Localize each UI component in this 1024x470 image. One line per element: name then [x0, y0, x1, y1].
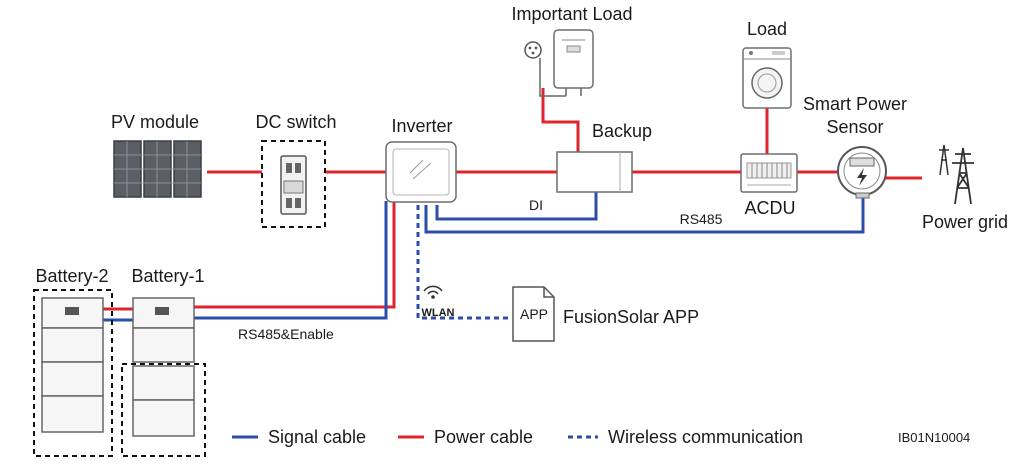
signal-cables [103, 192, 865, 322]
acdu: ACDU [740, 153, 798, 218]
important-load: Important Load [511, 4, 633, 97]
backup-label: Backup [592, 121, 652, 141]
di-label: DI [529, 197, 543, 213]
fusionsolar-app: APP FusionSolar APP [512, 286, 699, 342]
acdu-label: ACDU [744, 198, 795, 218]
dc-switch-frame [261, 140, 326, 228]
power-cable-important-load [541, 88, 580, 152]
wlan: WLAN [422, 285, 455, 319]
battery-2-label: Battery-2 [35, 266, 108, 286]
pv-module: PV module [111, 112, 202, 198]
washing-machine-icon [742, 47, 792, 109]
wireless-link-wlan [416, 205, 508, 320]
signal-cable-rs485 [424, 196, 865, 234]
load-label: Load [747, 19, 787, 39]
rs485-label: RS485 [680, 211, 723, 227]
app-document-icon [512, 286, 555, 342]
smart-power-sensor-label-line2: Sensor [826, 117, 883, 137]
backup: Backup [556, 121, 652, 193]
signal-cable-di [435, 192, 598, 221]
dc-switch-label: DC switch [255, 112, 336, 132]
inverter: Inverter [385, 116, 457, 203]
important-load-label: Important Load [511, 4, 632, 24]
power-meter-icon [837, 146, 887, 199]
load: Load [742, 19, 792, 109]
distribution-unit-icon [740, 153, 798, 193]
battery-pack-icon [132, 297, 195, 437]
smart-power-sensor-label-line1: Smart Power [803, 94, 907, 114]
battery-pack-icon [41, 297, 104, 433]
backup-box-icon [556, 151, 633, 193]
battery-1-label: Battery-1 [131, 266, 204, 286]
battery-2: Battery-2 [33, 266, 113, 457]
power-cables [103, 88, 922, 311]
wlan-label: WLAN [422, 307, 455, 319]
legend-signal-label: Signal cable [268, 427, 366, 447]
inverter-icon [385, 141, 457, 203]
fusionsolar-app-label: FusionSolar APP [563, 307, 699, 327]
inverter-label: Inverter [391, 116, 452, 136]
legend-wireless-label: Wireless communication [608, 427, 803, 447]
solar-panel-icon [113, 140, 202, 198]
power-grid-label: Power grid [922, 212, 1008, 232]
figure-code: IB01N10004 [898, 430, 970, 445]
water-heater-icon [524, 29, 594, 97]
battery-1: Battery-1 [121, 266, 206, 457]
battery-2-frame [33, 289, 113, 457]
signal-cable-rs485-enable [193, 201, 388, 320]
wifi-icon [423, 285, 443, 299]
rs485-enable-label: RS485&Enable [238, 326, 334, 342]
legend: Signal cable Power cable Wireless commun… [232, 427, 803, 447]
pv-module-label: PV module [111, 112, 199, 132]
app-icon-label: APP [520, 306, 548, 322]
legend-power-label: Power cable [434, 427, 533, 447]
smart-power-sensor: Smart Power Sensor [803, 94, 907, 199]
power-grid: Power grid [922, 144, 1008, 232]
dc-switch: DC switch [255, 112, 337, 228]
power-cable-inverter-battery [193, 201, 396, 309]
transmission-tower-icon [939, 144, 974, 205]
dc-switch-icon [280, 155, 307, 215]
battery-1-frame [121, 363, 206, 457]
